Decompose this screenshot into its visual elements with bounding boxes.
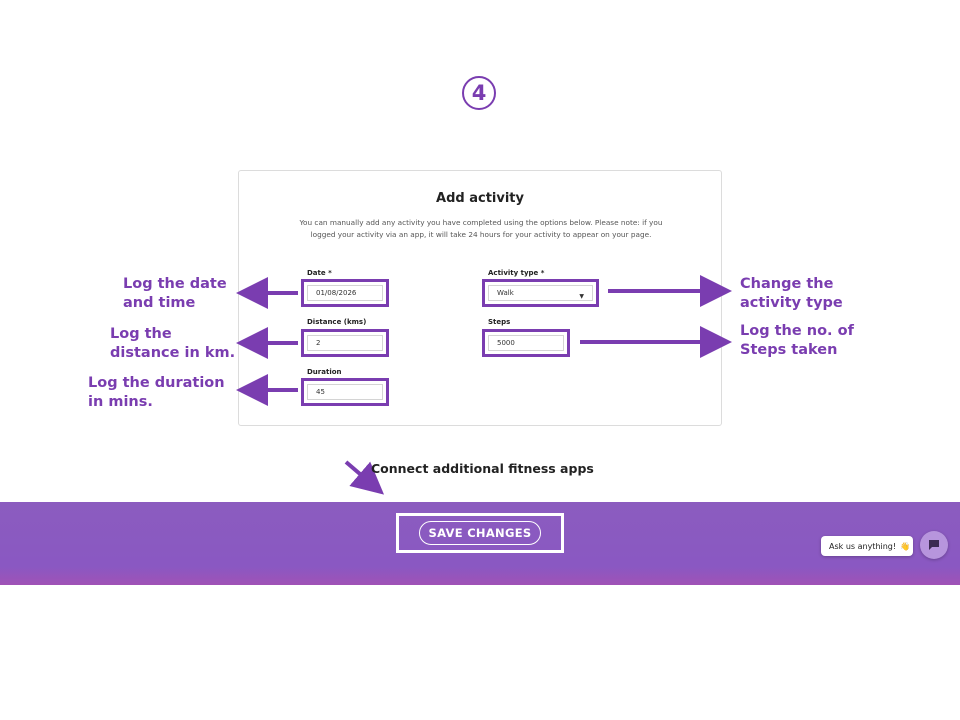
chat-button[interactable] [920, 531, 948, 559]
activity-type-label: Activity type * [488, 269, 545, 277]
date-field[interactable]: 01/08/2026 [301, 279, 389, 307]
annotation-activity-type: Change the activity type [740, 275, 843, 313]
dropdown-caret-icon: ▼ [579, 293, 584, 300]
annotation-duration: Log the duration in mins. [88, 374, 225, 412]
annotation-date-line2: and time [123, 295, 196, 311]
steps-value: 5000 [488, 335, 564, 351]
save-button-highlight: SAVE CHANGES [396, 513, 564, 553]
step-number-badge: 4 [462, 76, 496, 110]
waving-hand-icon: 👋 [900, 541, 911, 551]
duration-label: Duration [307, 368, 342, 376]
chat-prompt-text: Ask us anything! [829, 541, 897, 551]
activity-type-value: Walk [497, 289, 514, 297]
add-activity-card: Add activity You can manually add any ac… [238, 170, 722, 426]
date-label: Date * [307, 269, 332, 277]
duration-field[interactable]: 45 [301, 378, 389, 406]
annotation-activity-line2: activity type [740, 295, 843, 311]
arrow-connect [344, 460, 385, 495]
activity-type-select[interactable]: Walk ▼ [482, 279, 599, 307]
card-description: You can manually add any activity you ha… [299, 218, 663, 239]
annotation-duration-line2: in mins. [88, 394, 153, 410]
annotation-steps: Log the no. of Steps taken [740, 322, 854, 360]
steps-label: Steps [488, 318, 511, 326]
steps-field[interactable]: 5000 [482, 329, 570, 357]
annotation-steps-line1: Log the no. of [740, 323, 854, 339]
annotation-activity-line1: Change the [740, 276, 834, 292]
annotation-date-line1: Log the date [123, 276, 227, 292]
footer-bar: SAVE CHANGES Ask us anything! 👋 [0, 502, 960, 585]
card-title: Add activity [436, 191, 524, 206]
annotation-date: Log the date and time [123, 275, 227, 313]
annotation-steps-line2: Steps taken [740, 342, 838, 358]
connect-fitness-apps-link[interactable]: Connect additional fitness apps [371, 461, 594, 476]
duration-value: 45 [307, 384, 383, 400]
distance-label: Distance (kms) [307, 318, 367, 326]
chat-prompt-bubble[interactable]: Ask us anything! 👋 [821, 536, 913, 556]
distance-value: 2 [307, 335, 383, 351]
date-value: 01/08/2026 [307, 285, 383, 301]
distance-field[interactable]: 2 [301, 329, 389, 357]
annotation-distance: Log the distance in km. [110, 325, 235, 363]
save-changes-button[interactable]: SAVE CHANGES [418, 521, 542, 545]
annotation-distance-line1: Log the [110, 326, 172, 342]
chat-icon [929, 540, 939, 550]
annotation-duration-line1: Log the duration [88, 375, 225, 391]
annotation-distance-line2: distance in km. [110, 345, 236, 361]
